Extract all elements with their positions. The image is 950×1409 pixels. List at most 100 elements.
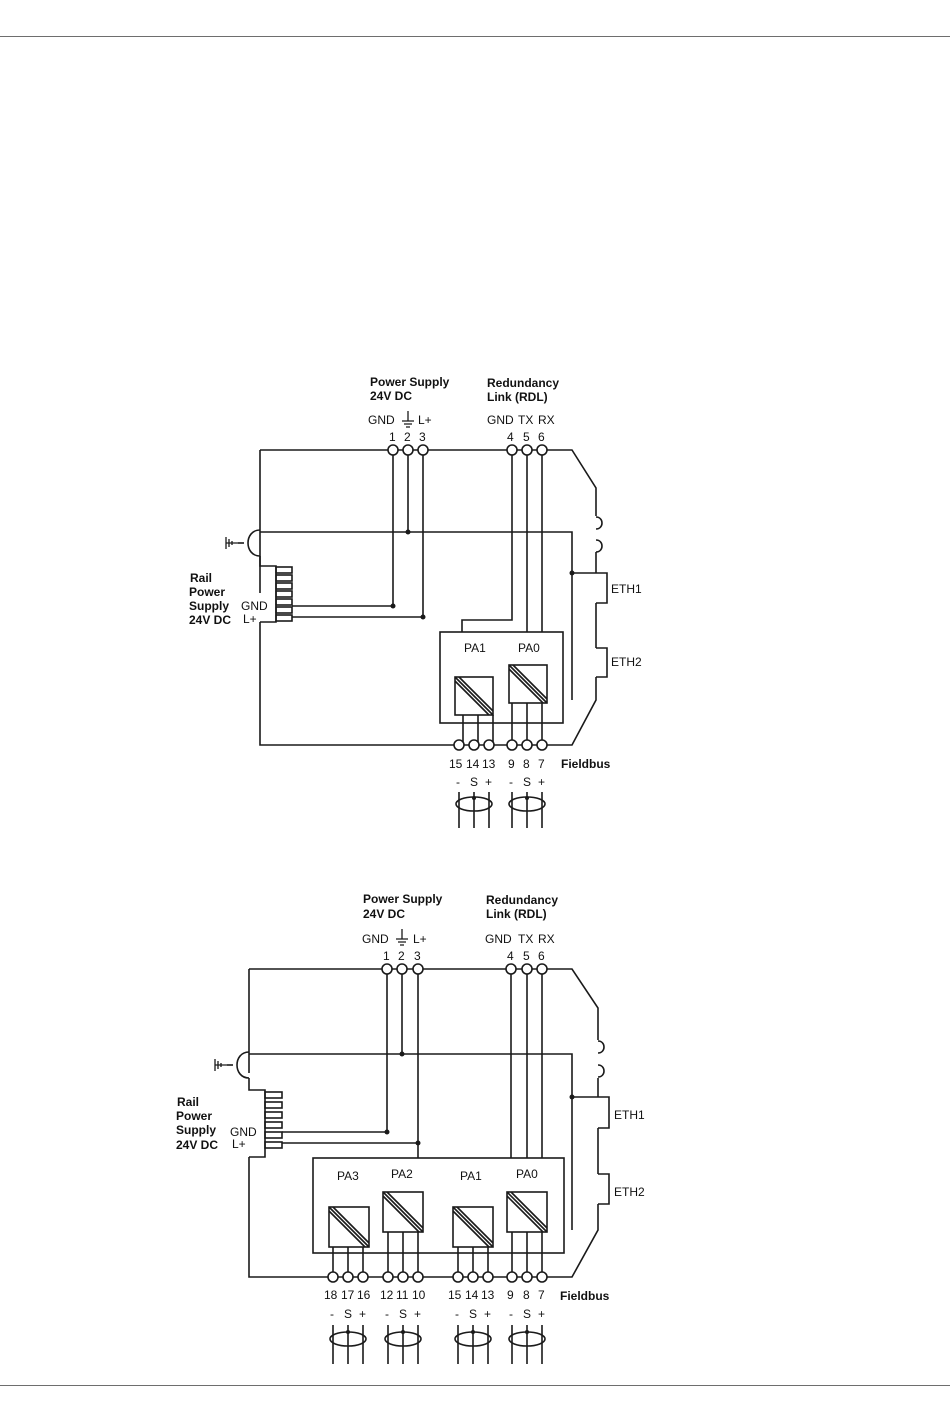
wire-gnd [292, 450, 394, 607]
ps-lplus-label: L+ [418, 413, 432, 427]
terminal-13-label-2: 13 [481, 1288, 495, 1302]
earth-icon-2 [396, 929, 408, 946]
module-pa2-label: PA2 [391, 1167, 413, 1181]
eth1-port-2 [598, 1096, 610, 1129]
rail-lplus-label-2: L+ [232, 1137, 246, 1151]
ps-lplus-label-2: L+ [413, 932, 427, 946]
top-terminal-circles [387, 444, 548, 456]
pa1-minus-label-2: - [455, 1307, 459, 1321]
earth-bus-2 [249, 1053, 573, 1230]
junction-dots-2 [384, 1051, 575, 1146]
rdl-tx-label-2: TX [518, 932, 533, 946]
rail-label-line2: Power [189, 585, 225, 599]
pa0-s-label-2: S [523, 1307, 531, 1321]
module-pa0-label-2: PA0 [516, 1167, 538, 1181]
terminal-10-label: 10 [412, 1288, 426, 1302]
terminal-9-label: 9 [508, 757, 515, 771]
module-pa1-label-2: PA1 [460, 1169, 482, 1183]
rail-earth-icon-2 [214, 1059, 227, 1071]
terminal-7-label: 7 [538, 757, 545, 771]
wire-lplus-2 [282, 969, 419, 1158]
ps-gnd-label: GND [368, 413, 395, 427]
led-upper [595, 516, 603, 530]
pa0-plus-label-2: + [538, 1307, 545, 1321]
power-supply-title-2: Power Supply [363, 892, 443, 906]
power-supply-voltage-2: 24V DC [363, 907, 405, 921]
rail-gnd-label: GND [241, 599, 268, 613]
rdl-title-2: Redundancy [486, 893, 558, 907]
power-supply-title: Power Supply [370, 375, 450, 389]
led-upper-2 [597, 1040, 605, 1054]
terminal-8-label-2: 8 [523, 1288, 530, 1302]
rdl-gnd-label: GND [487, 413, 514, 427]
rdl-title: Redundancy [487, 376, 559, 390]
rail-label-line1: Rail [190, 571, 212, 585]
eth1-label: ETH1 [611, 582, 642, 596]
rdl-subtitle-2: Link (RDL) [486, 907, 547, 921]
pa2-s-label: S [399, 1307, 407, 1321]
fieldbus-label-2: Fieldbus [560, 1289, 610, 1303]
pa0-minus-label: - [509, 775, 513, 789]
fieldbus-cables [455, 792, 546, 828]
terminal-15-label: 15 [449, 757, 463, 771]
pa1-s-label: S [470, 775, 478, 789]
diagram-1-labels: Power Supply 24V DC Redundancy Link (RDL… [189, 375, 642, 789]
pa1-plus-label-2: + [484, 1307, 491, 1321]
terminal-6-label: 6 [538, 430, 545, 444]
fieldbus-label: Fieldbus [561, 757, 611, 771]
rail-label-line3-2: Supply [176, 1123, 216, 1137]
earth-icon [402, 411, 414, 428]
led-lower [595, 539, 603, 553]
ps-gnd-label-2: GND [362, 932, 389, 946]
rdl-tx-label: TX [518, 413, 533, 427]
wiring-diagram-1 [238, 444, 608, 828]
led-lower-2 [597, 1064, 605, 1078]
terminal-18-label: 18 [324, 1288, 338, 1302]
terminal-13-label: 13 [482, 757, 496, 771]
housing-outline [259, 449, 597, 746]
pa0-isolator [508, 664, 548, 704]
module-pa1-label: PA1 [464, 641, 486, 655]
terminal-1-label-2: 1 [383, 949, 390, 963]
rail-label-line2-2: Power [176, 1109, 212, 1123]
pa1-minus-label: - [456, 775, 460, 789]
wire-rdl-gnd [461, 450, 513, 632]
terminal-1-label: 1 [389, 430, 396, 444]
pa0-s-label: S [523, 775, 531, 789]
terminal-8-label: 8 [523, 757, 530, 771]
earth-bus [260, 531, 573, 700]
rail-connector-body-2 [248, 1078, 266, 1158]
rail-connector-pins [275, 566, 293, 622]
terminal-5-label: 5 [523, 430, 530, 444]
diagram-2-labels: Power Supply 24V DC Redundancy Link (RDL… [176, 892, 645, 1321]
rail-gnd-label-2: GND [230, 1125, 257, 1139]
module-box-2 [312, 1157, 565, 1254]
terminal-7-label-2: 7 [538, 1288, 545, 1302]
terminal-14-label: 14 [466, 757, 480, 771]
footer-rule [0, 1385, 950, 1386]
terminal-12-label: 12 [380, 1288, 394, 1302]
module-pa0-label: PA0 [518, 641, 540, 655]
pa3-isolator [328, 1206, 370, 1248]
wire-gnd-2 [282, 969, 388, 1133]
eth2-label-2: ETH2 [614, 1185, 645, 1199]
terminal-4-label: 4 [507, 430, 514, 444]
terminal-5-label-2: 5 [523, 949, 530, 963]
terminal-9-label-2: 9 [507, 1288, 514, 1302]
pa3-s-label: S [344, 1307, 352, 1321]
pa2-plus-label: + [414, 1307, 421, 1321]
header-rule [0, 36, 950, 37]
pa2-minus-label: - [385, 1307, 389, 1321]
terminal-6-label-2: 6 [538, 949, 545, 963]
fieldbus-cables-2 [329, 1325, 546, 1364]
terminal-17-label: 17 [341, 1288, 355, 1302]
pa3-minus-label: - [330, 1307, 334, 1321]
module-pa3-label: PA3 [337, 1169, 359, 1183]
rail-label-line4-2: 24V DC [176, 1138, 218, 1152]
rdl-rx-label-2: RX [538, 932, 555, 946]
rail-label-line3: Supply [189, 599, 229, 613]
eth2-label: ETH2 [611, 655, 642, 669]
terminal-4-label-2: 4 [507, 949, 514, 963]
junction-dots [390, 529, 575, 620]
